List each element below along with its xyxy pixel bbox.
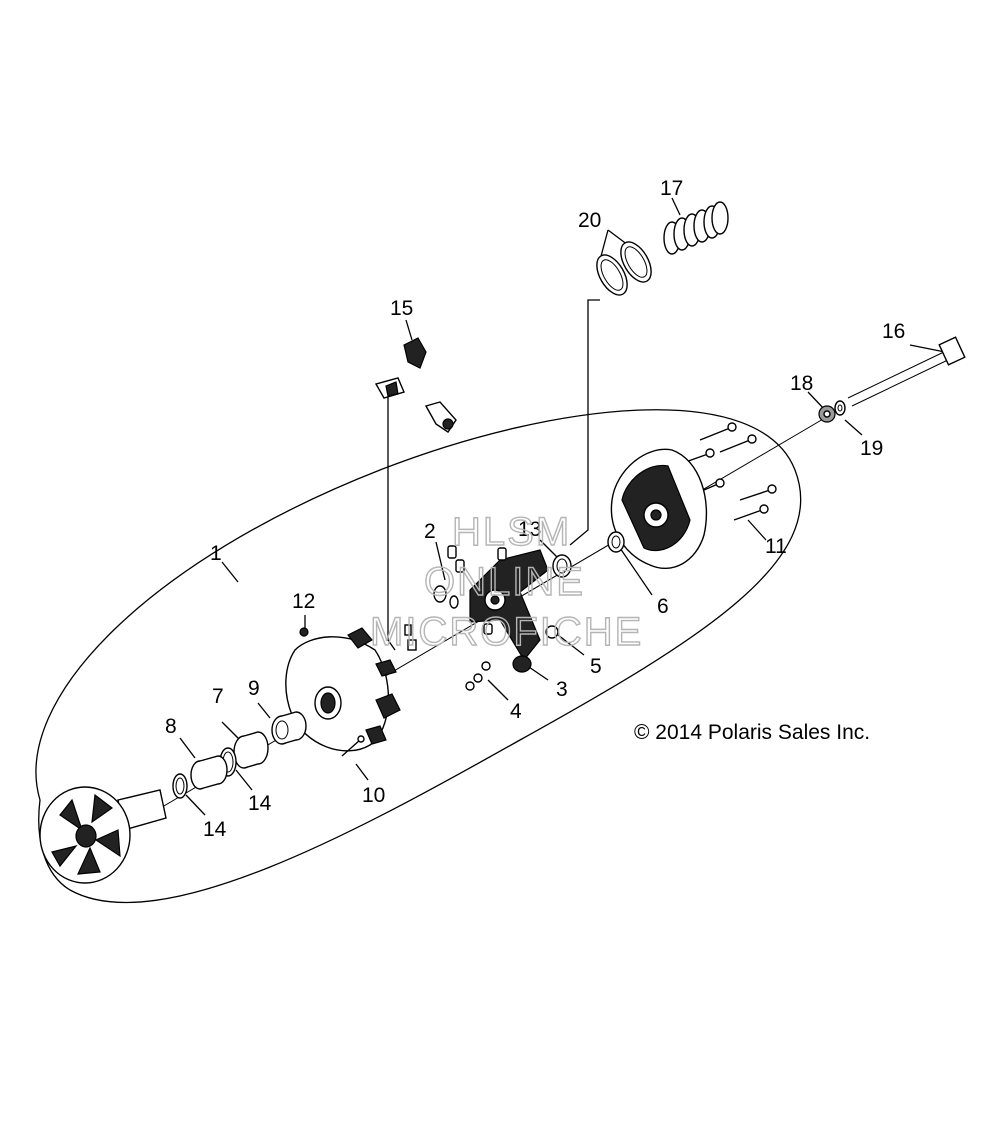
pin-10 — [341, 735, 365, 757]
callout-5: 5 — [590, 655, 602, 678]
callout-16: 16 — [882, 320, 905, 343]
watermark-line-2: ONLINE — [424, 560, 585, 604]
nut-18 — [818, 405, 836, 423]
bushing-9 — [271, 711, 307, 745]
callout-9: 9 — [248, 677, 260, 700]
callout-14b: 14 — [203, 818, 227, 841]
callout-4: 4 — [510, 700, 522, 723]
fixed-sheave — [39, 786, 167, 884]
moveable-sheave — [285, 624, 417, 752]
callout-7: 7 — [212, 685, 224, 708]
washer-19 — [834, 400, 846, 416]
callout-13: 13 — [518, 518, 541, 541]
flyweights-15 — [374, 337, 457, 433]
ring-5 — [545, 625, 559, 639]
callout-labels: 1 2 3 4 5 6 7 8 9 10 11 12 13 14 14 15 1… — [165, 177, 905, 841]
callout-20: 20 — [578, 209, 601, 232]
callout-3: 3 — [556, 678, 568, 701]
spring-17 — [663, 201, 729, 255]
callout-19: 19 — [860, 437, 883, 460]
assembly-outline — [35, 409, 802, 904]
callout-11: 11 — [765, 535, 787, 558]
bushing-8 — [190, 755, 228, 790]
bolt-16 — [847, 336, 966, 407]
callout-6: 6 — [657, 595, 669, 618]
pin-3 — [512, 655, 532, 673]
rollers-2 — [433, 545, 507, 635]
watermark-line-3: MICROFICHE — [370, 610, 643, 654]
bushing-13 — [552, 554, 572, 578]
callout-12: 12 — [292, 590, 315, 613]
dot-12 — [299, 627, 309, 637]
spacer-7 — [233, 731, 269, 769]
callout-17: 17 — [660, 177, 683, 200]
callout-10: 10 — [362, 784, 385, 807]
callout-1: 1 — [210, 542, 222, 565]
spider-hub — [469, 549, 549, 662]
watermark-line-1: HLSM — [452, 510, 571, 554]
callout-18: 18 — [790, 372, 813, 395]
cover-plate — [610, 448, 708, 570]
ring-14-lower — [172, 773, 188, 799]
callout-14a: 14 — [248, 792, 272, 815]
callout-8: 8 — [165, 715, 177, 738]
callout-15: 15 — [390, 297, 413, 320]
watermark: HLSM ONLINE MICROFICHE — [369, 509, 643, 654]
washers-4 — [465, 661, 491, 691]
bushing-6 — [607, 531, 625, 553]
callout-2: 2 — [424, 520, 436, 543]
o-rings-20 — [596, 241, 652, 296]
copyright-text: © 2014 Polaris Sales Inc. — [634, 721, 870, 744]
